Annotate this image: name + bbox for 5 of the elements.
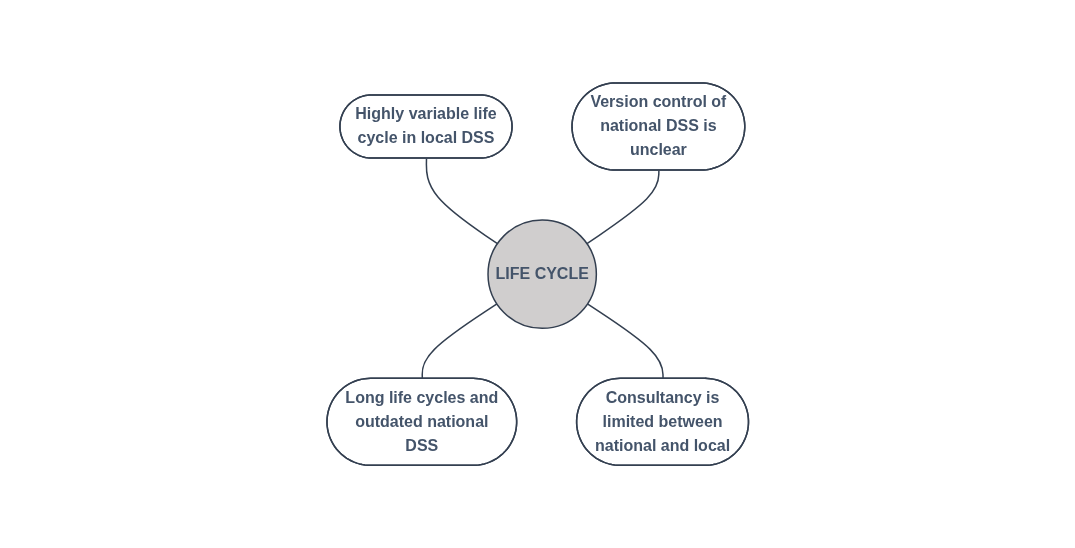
connector: [585, 169, 660, 245]
node-circle: LIFE CYCLE: [487, 219, 597, 329]
connector: [421, 303, 498, 380]
connector: [425, 157, 498, 245]
connector: [586, 303, 664, 380]
